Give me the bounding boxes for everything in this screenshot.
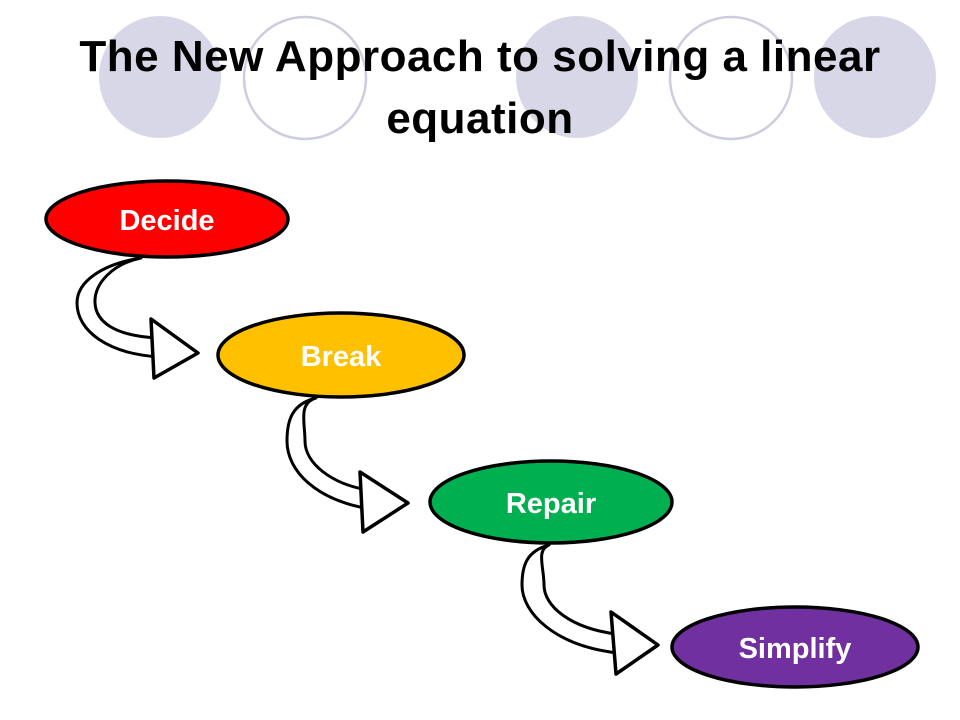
arrow-head [149,317,200,380]
arrow-curve [285,396,372,511]
arrow-head [358,470,410,534]
step-break: Break [216,311,466,399]
decorative-circle-filled [516,16,638,138]
arrow-curve [75,256,162,359]
decorative-circle-filled [99,16,221,138]
step-repair: Repair [428,459,674,545]
step-label-break: Break [301,341,382,373]
arrow-curve [520,543,620,655]
step-decide: Decide [44,179,290,259]
step-ellipse-break [216,311,466,399]
arrow-head [609,610,660,676]
step-label-repair: Repair [506,488,596,520]
slide-title: The New Approach to solving a linear equ… [79,32,881,143]
step-ellipse-simplify [670,605,920,689]
decorative-circle-outlined [242,15,368,141]
step-ellipse-decide [44,179,290,259]
decorative-circle-outlined [668,15,794,141]
connector-arrow-3 [520,543,660,676]
decorative-circle-filled [814,16,936,138]
step-simplify: Simplify [670,605,920,689]
connector-arrow-1 [75,256,200,380]
decorative-circles [99,15,936,141]
step-label-simplify: Simplify [739,633,852,665]
step-label-decide: Decide [119,205,214,237]
connector-arrow-2 [285,396,410,534]
step-ellipse-repair [428,459,674,545]
